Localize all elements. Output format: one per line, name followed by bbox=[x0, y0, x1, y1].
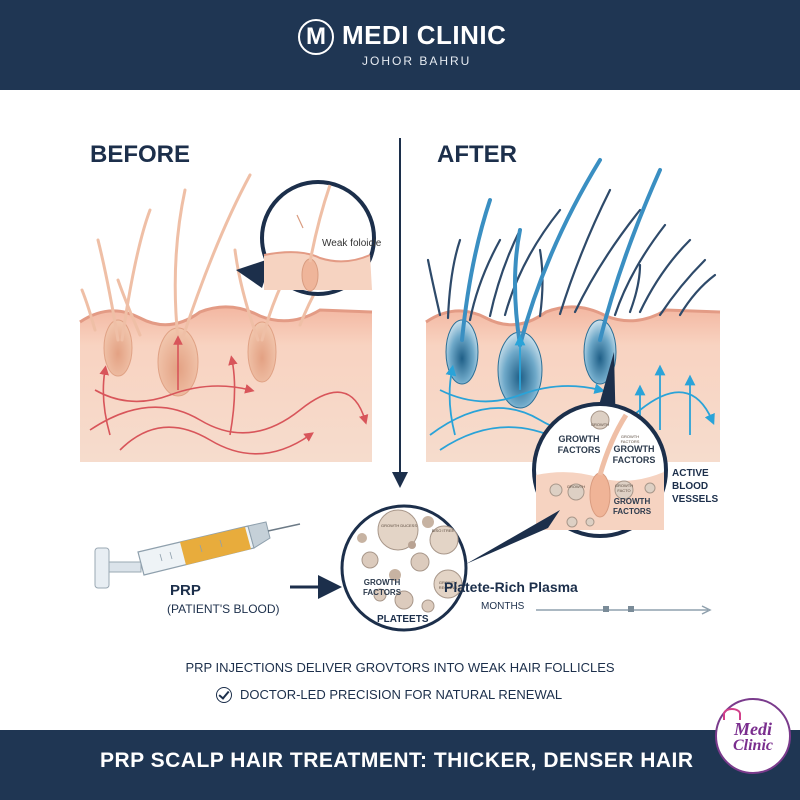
plasma-growth-factors-label: GROWTH FACTORS bbox=[362, 578, 402, 597]
months-label: MONTHS bbox=[481, 601, 525, 612]
header-bar: M MEDI CLINIC JOHOR BAHRU bbox=[0, 0, 800, 90]
plasma-callout-connector bbox=[466, 510, 560, 564]
active-blood-vessels-label: ACTIVE BLOOD VESSELS bbox=[672, 468, 719, 505]
platelets-label: PLATEETS bbox=[377, 614, 429, 625]
treatment-caption: PRP INJECTIONS DELIVER GROVTORS INTO WEA… bbox=[185, 660, 615, 675]
plasma-small-label-1: GROWTH DUCESS bbox=[381, 523, 417, 528]
brand-name: MEDI CLINIC bbox=[342, 20, 507, 50]
after-small-label-3: GROWTH bbox=[566, 484, 586, 489]
plasma-small-label-3: GROWTH RECINNG bbox=[438, 580, 458, 590]
prp-sub-label: (PATIENT'S BLOOD) bbox=[167, 602, 280, 616]
brand-location: JOHOR BAHRU bbox=[362, 54, 472, 68]
before-skin bbox=[79, 173, 373, 462]
after-small-label-1: GROWTH bbox=[590, 422, 610, 427]
weak-follicle-label: Weak foloicle bbox=[322, 238, 382, 249]
badge-line-2: Clinic bbox=[732, 737, 773, 754]
before-callout bbox=[236, 180, 376, 296]
plasma-small-label-2: BISO ITREE bbox=[431, 528, 455, 533]
logo-m-icon: M bbox=[298, 19, 334, 55]
after-growth-factors-lower: GROWTH FACTORS bbox=[612, 497, 652, 516]
platelet-rich-plasma-title: Platete-Rich Plasma bbox=[444, 579, 578, 595]
after-small-label-2: GROWTH FACTORS bbox=[620, 434, 640, 444]
before-title: BEFORE bbox=[90, 141, 191, 168]
hair-illustration bbox=[79, 138, 721, 632]
prp-label: PRP bbox=[170, 582, 201, 599]
badge-heart-icon bbox=[723, 708, 741, 720]
illustration-area: BEFORE AFTER Weak foloicle GROWTH FACTOR… bbox=[0, 90, 800, 730]
after-growth-factors-left: GROWTH FACTORS bbox=[557, 434, 601, 455]
check-line-text: DOCTOR-LED PRECISION FOR NATURAL RENEWAL bbox=[240, 687, 563, 702]
check-circle-icon bbox=[216, 687, 232, 703]
badge-line-1: Medi bbox=[734, 719, 772, 739]
syringe-icon bbox=[94, 521, 301, 589]
medi-clinic-badge: Medi Clinic bbox=[715, 698, 791, 774]
plasma-circle bbox=[340, 504, 468, 632]
check-line: DOCTOR-LED PRECISION FOR NATURAL RENEWAL bbox=[216, 687, 562, 703]
footer-bar: PRP SCALP HAIR TREATMENT: THICKER, DENSE… bbox=[0, 730, 800, 800]
after-small-label-4: GROWTH FACTO bbox=[614, 483, 634, 493]
after-title: AFTER bbox=[437, 141, 517, 168]
after-growth-factors-right: GROWTH FACTORS bbox=[612, 444, 656, 465]
footer-title: PRP SCALP HAIR TREATMENT: THICKER, DENSE… bbox=[100, 749, 694, 772]
months-timeline bbox=[536, 605, 712, 615]
after-callout bbox=[532, 352, 668, 538]
